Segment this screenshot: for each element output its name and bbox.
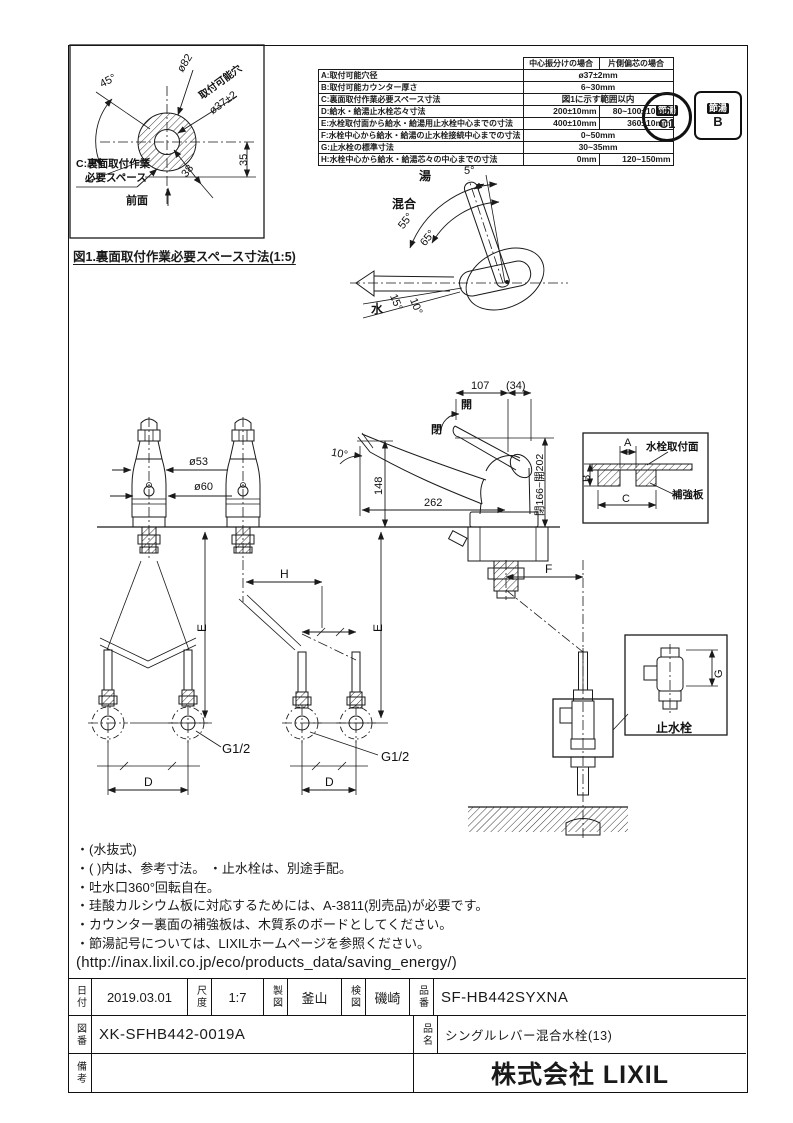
row-value-center: 400±10mm xyxy=(522,117,600,130)
row-value-center: 200±10mm xyxy=(522,105,600,118)
top-view-drawing xyxy=(350,174,568,319)
dim-D-left: D xyxy=(144,775,153,789)
fig1-front-label: 前面 xyxy=(126,195,148,207)
mount-surface-label: 水栓取付面 xyxy=(646,441,699,453)
side-view-drawing xyxy=(97,389,629,842)
checker-label: 検図 xyxy=(341,979,365,1015)
row-value-side: 80~100±10mm xyxy=(598,105,674,118)
remarks-label: 備考 xyxy=(68,1053,91,1092)
dim-G: G xyxy=(713,669,725,678)
dim-C: C xyxy=(622,493,630,505)
row-label: C:裏面取付作業必要スペース寸法 xyxy=(318,93,524,106)
date-label: 日付 xyxy=(74,985,86,1009)
row-label: D:給水・給湯止水栓芯々寸法 xyxy=(318,105,524,118)
fig1-drawing xyxy=(69,44,265,239)
fig1-clearance-line1: C:裏面取付作業 xyxy=(76,158,151,170)
dim-H: H xyxy=(280,567,289,581)
title-block: 日付 2019.03.01 尺度 1:7 製図 釜山 検図 磯崎 品番 SF-H… xyxy=(68,978,746,1092)
dwg-no-value: XK-SFHB442-0019A xyxy=(91,1015,413,1053)
note-line: ・( )内は、参考寸法。 ・止水栓は、別途手配。 xyxy=(76,860,352,876)
row-value-center: 0mm xyxy=(522,153,600,166)
dim-D-right: D xyxy=(325,775,334,789)
row-value: ø37±2mm xyxy=(522,69,674,82)
dim-dia53: ø53 xyxy=(189,456,208,468)
installation-spec-table: 中心振分けの場合 片側偏芯の場合 A:取付可能穴径 ø37±2mm B:取付可能… xyxy=(318,57,674,166)
dim-34: (34) xyxy=(506,380,526,392)
note-url: (http://inax.lixil.co.jp/eco/products_da… xyxy=(76,953,457,971)
badge-b-grade: B xyxy=(713,114,723,129)
valve-detail-drawing xyxy=(624,634,728,736)
front-view-right-drawing xyxy=(225,416,388,795)
row-label: H:水栓中心から給水・給湯芯々の中心までの寸法 xyxy=(318,153,524,166)
water-saving-b-badge: 節湯 B xyxy=(694,91,742,140)
fig1-clearance-line2: 必要スペース xyxy=(85,172,147,184)
note-line: ・珪酸カルシウム板に対応するためには、A-3811(別売品)が必要です。 xyxy=(76,898,489,914)
col-header-side: 片側偏芯の場合 xyxy=(598,57,674,70)
note-line: ・(水抜式) xyxy=(76,842,137,857)
dim-F: F xyxy=(545,562,553,576)
note-line: ・吐水口360°回転自在。 xyxy=(76,879,220,895)
thread-g12-left: G1/2 xyxy=(222,741,251,756)
product-name-label: 品名 xyxy=(413,1015,437,1053)
drafter-label: 製図 xyxy=(263,979,287,1015)
row-value: 6~30mm xyxy=(522,81,674,94)
dwg-no-label: 図番 xyxy=(68,1015,91,1053)
dim-handle-range: 閉166~開202 xyxy=(534,453,546,516)
dim-262: 262 xyxy=(424,497,443,509)
row-label: A:取付可能穴径 xyxy=(318,69,524,82)
col-header-center: 中心振分けの場合 xyxy=(522,57,600,70)
fig1-dim-35: 35 xyxy=(238,153,250,166)
company-name: 株式会社 LIXIL xyxy=(413,1053,746,1092)
badge-b-top: 節湯 xyxy=(706,103,729,114)
dim-E-left: E xyxy=(195,623,209,632)
product-name-value: シングルレバー混合水栓(13) xyxy=(437,1015,746,1053)
sheet-border xyxy=(68,45,748,1093)
row-value: 図1に示す範囲以内 xyxy=(522,93,674,106)
mount-detail-drawing xyxy=(582,432,709,524)
dim-148: 148 xyxy=(373,476,385,495)
note-line: ・節湯記号については、LIXILホームページを参照ください。 xyxy=(76,935,431,951)
thread-g12-right: G1/2 xyxy=(381,749,410,764)
top-view-5deg-label: 5° xyxy=(464,165,475,177)
dim-dia60: ø60 xyxy=(194,481,213,493)
front-view-left-drawing xyxy=(88,416,232,795)
dim-A: A xyxy=(624,437,632,449)
note-line: ・カウンター裏面の補強板は、木質系のボードとしてください。 xyxy=(76,917,453,933)
row-value-side: 360±10mm xyxy=(598,117,674,130)
row-value-side: 120~150mm xyxy=(598,153,674,166)
part-no-value: SF-HB442SYXNA xyxy=(433,979,746,1015)
fig1-caption: 図1.裏面取付作業必要スペース寸法(1:5) xyxy=(73,250,296,264)
drafter-value: 釜山 xyxy=(287,979,341,1015)
notes-block: ・(水抜式) ・( )内は、参考寸法。 ・止水栓は、別途手配。 ・吐水口360°… xyxy=(76,841,488,973)
part-no-label: 品番 xyxy=(409,979,433,1015)
top-view-mix-label: 混合 xyxy=(392,197,417,211)
row-value: 0~50mm xyxy=(522,129,674,142)
closed-label: 閉 xyxy=(431,424,442,436)
reinforce-board-label: 補強板 xyxy=(672,489,704,501)
remarks-value xyxy=(91,1053,413,1092)
row-label: B:取付可能カウンター厚さ xyxy=(318,81,524,94)
stop-valve-label: 止水栓 xyxy=(656,721,693,735)
checker-value: 磯崎 xyxy=(365,979,409,1015)
row-label: E:水栓取付面から給水・給湯用止水栓中心までの寸法 xyxy=(318,117,524,130)
dim-107: 107 xyxy=(471,380,490,392)
row-label: G:止水栓の標準寸法 xyxy=(318,141,524,154)
scale-label: 尺度 xyxy=(187,979,211,1015)
top-view-cold-label: 水 xyxy=(371,302,384,316)
scale-value: 1:7 xyxy=(211,979,263,1015)
row-label: F:水栓中心から給水・給湯の止水栓接続中心までの寸法 xyxy=(318,129,524,142)
dim-E-right: E xyxy=(371,623,385,632)
date-value: 2019.03.01 xyxy=(91,979,187,1015)
top-view-hot-label: 湯 xyxy=(419,169,432,183)
open-label: 開 xyxy=(461,399,472,411)
dim-B: B xyxy=(581,474,593,482)
row-value: 30~35mm xyxy=(522,141,674,154)
